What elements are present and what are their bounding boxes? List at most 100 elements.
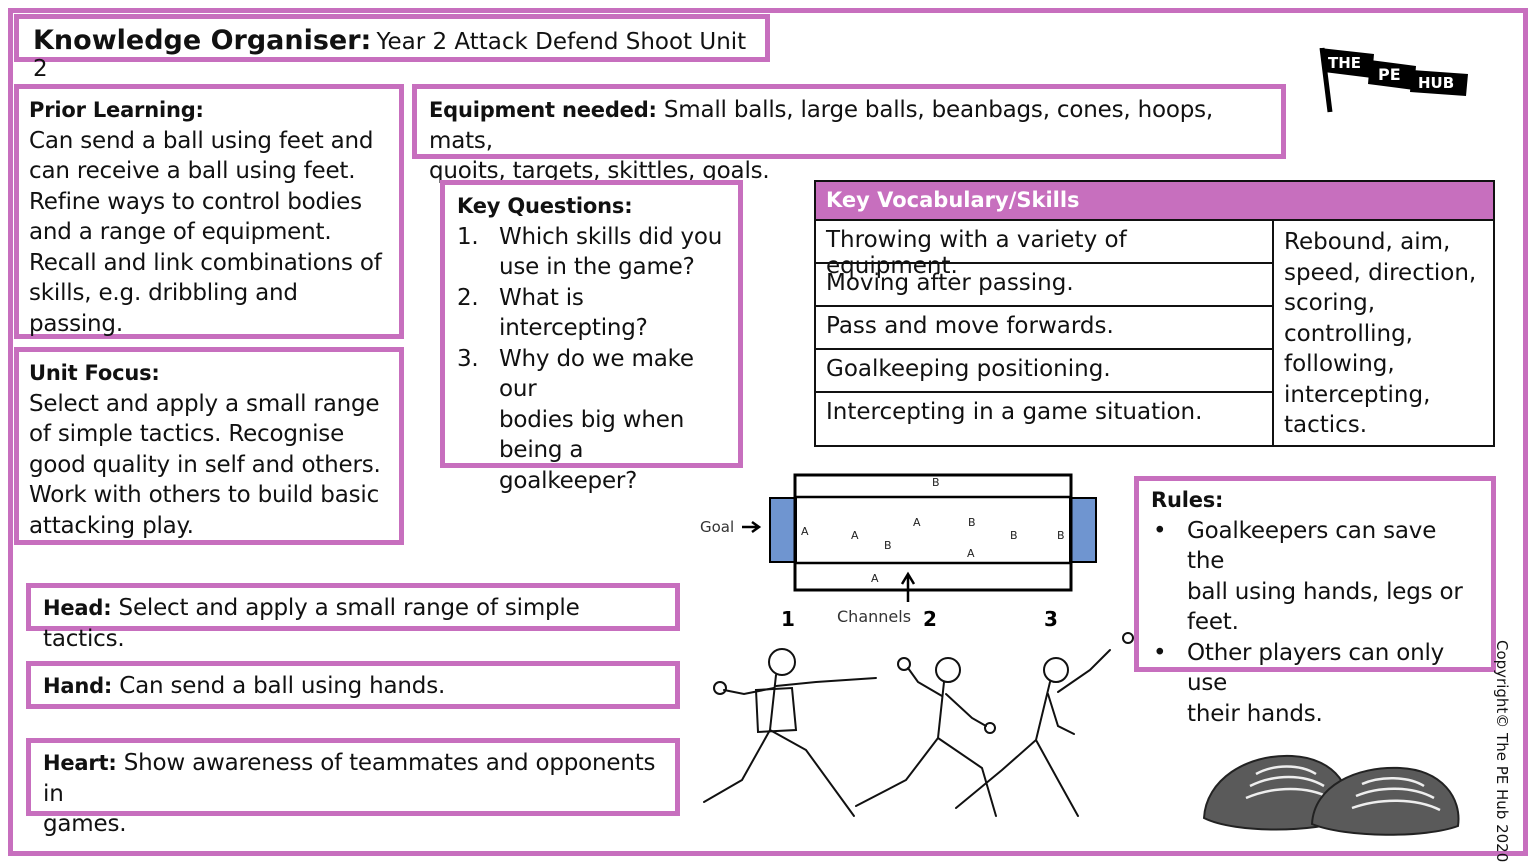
bullet-icon: • (1153, 517, 1167, 544)
title-text: Year 2 Attack Defend Shoot Unit 2 (33, 29, 747, 82)
hand-text: Can send a ball using hands. (119, 673, 446, 699)
player-b: B (1010, 529, 1018, 542)
page-frame (8, 8, 1528, 856)
heart-text: games. (43, 811, 127, 837)
rules-label: Rules: (1151, 488, 1224, 512)
channel-number: 2 (923, 607, 937, 630)
vocab-word: controlling, (1284, 320, 1413, 347)
equipment-line: quoits, targets, skittles, goals. (429, 158, 770, 184)
prior-learning-label: Prior Learning: (29, 98, 204, 122)
heart-label: Heart: (43, 751, 117, 775)
question-line: What is (499, 284, 584, 311)
logo-word-the: THE (1328, 54, 1361, 72)
title-label: Knowledge Organiser: (33, 25, 372, 56)
key-questions-box: Key Questions: 1. Which skills did you us… (440, 180, 743, 494)
focus-line: Select and apply a small range (29, 390, 380, 417)
goal-label: Goal (700, 518, 734, 536)
vocabulary-header: Key Vocabulary/Skills (816, 182, 1493, 221)
player-b: B (1057, 529, 1065, 542)
player-a: A (851, 529, 859, 542)
question-line: use in the game? (499, 254, 695, 280)
question-line: Which skills did you (499, 223, 723, 250)
prior-learning-box: Prior Learning: Can send a ball using fe… (14, 84, 404, 339)
vocabulary-row: Throwing with a variety of equipment. (816, 221, 1274, 279)
equipment-label: Equipment needed: (429, 98, 657, 122)
player-a: A (913, 516, 921, 529)
head-text: Select and apply a small range of simple… (43, 595, 580, 652)
vocabulary-row: Intercepting in a game situation. (816, 393, 1274, 447)
question-number: 1. (457, 223, 479, 250)
question-number: 2. (457, 284, 479, 311)
player-b: B (968, 516, 976, 529)
key-questions-label: Key Questions: (457, 194, 633, 218)
head-label: Head: (43, 596, 112, 620)
channel-number: 1 (781, 607, 795, 630)
vocab-word: following, (1284, 351, 1395, 377)
vocab-word: intercepting, (1284, 381, 1431, 408)
channel-number: 3 (1044, 607, 1058, 630)
unit-focus-label: Unit Focus: (29, 361, 160, 385)
question-line: being a goalkeeper? (499, 437, 638, 494)
rule-line: feet. (1187, 609, 1239, 635)
vocab-word: speed, direction, (1284, 259, 1477, 286)
question-line: Why do we make our (499, 345, 694, 403)
vocab-word: tactics. (1284, 412, 1368, 438)
goal-arrow-icon (742, 520, 762, 534)
prior-line: skills, e.g. dribbling and passing. (29, 280, 298, 337)
vocabulary-row: Goalkeeping positioning. (816, 350, 1274, 393)
pe-hub-logo: THE PE HUB (1319, 47, 1468, 113)
hand-label: Hand: (43, 674, 113, 698)
focus-line: Work with others to build basic (29, 482, 380, 508)
copyright-note: Copyright© The PE Hub 2020 (1493, 640, 1513, 862)
focus-line: good quality in self and others. (29, 451, 381, 478)
vocabulary-row: Moving after passing. (816, 264, 1274, 307)
prior-line: Can send a ball using feet and (29, 127, 374, 154)
rule-item: • Other players can only use their hands. (1151, 638, 1479, 730)
throwing-sequence-illustration (703, 632, 1134, 817)
rule-line: Goalkeepers can save the (1187, 517, 1437, 575)
cones-illustration (1202, 754, 1460, 836)
prior-line: Recall and link combinations of (29, 249, 382, 276)
player-b: B (884, 539, 892, 552)
question-line: bodies big when (499, 406, 685, 433)
question-item: 3. Why do we make our bodies big when bein… (457, 344, 726, 497)
rule-line: Other players can only use (1187, 639, 1445, 697)
logo-word-pe: PE (1378, 65, 1401, 84)
equipment-line: Small balls, large balls, beanbags, cone… (429, 97, 1213, 154)
vocab-word: Rebound, aim, (1284, 229, 1451, 255)
channel-arrow-icon (900, 571, 916, 602)
equipment-box: Equipment needed: Small balls, large bal… (412, 84, 1286, 184)
question-number: 3. (457, 345, 479, 372)
hand-box: Hand: Can send a ball using hands. (26, 661, 680, 709)
prior-line: Refine ways to control bodies (29, 188, 362, 215)
rule-line: their hands. (1187, 700, 1323, 727)
channels-label: Channels (837, 607, 911, 626)
vocabulary-word-list: Rebound, aim, speed, direction, scoring,… (1274, 221, 1493, 447)
head-box: Head: Select and apply a small range of … (26, 583, 680, 652)
pitch-outline (793, 473, 1073, 592)
prior-line: and a range of equipment. (29, 219, 332, 245)
right-goal (1069, 497, 1097, 563)
player-a: A (967, 547, 975, 560)
rules-box: Rules: • Goalkeepers can save the ball us… (1134, 476, 1496, 727)
heart-text: Show awareness of teammates and opponent… (43, 750, 656, 807)
unit-focus-box: Unit Focus: Select and apply a small ran… (14, 347, 404, 545)
channels-pitch-diagram: Goal B A A B A B A B B A Channels 1 2 3 (700, 473, 1097, 630)
logo-word-hub: HUB (1418, 74, 1454, 92)
rule-item: • Goalkeepers can save the ball using han… (1151, 516, 1479, 638)
question-line: intercepting? (499, 315, 648, 341)
left-goal (769, 497, 797, 563)
prior-line: can receive a ball using feet. (29, 158, 356, 184)
vocabulary-row: Pass and move forwards. (816, 307, 1274, 350)
question-item: 1. Which skills did you use in the game? (457, 222, 726, 283)
question-item: 2. What is intercepting? (457, 283, 726, 344)
copyright-text: Copyright© The PE Hub 2020 (1493, 640, 1511, 863)
player-a: A (801, 525, 809, 538)
focus-line: attacking play. (29, 512, 194, 539)
bullet-icon: • (1153, 639, 1167, 666)
rule-line: ball using hands, legs or (1187, 578, 1463, 605)
player-b: B (932, 476, 940, 489)
focus-line: of simple tactics. Recognise (29, 421, 345, 447)
key-vocabulary-table: Key Vocabulary/Skills Throwing with a va… (814, 180, 1495, 447)
heart-box: Heart: Show awareness of teammates and o… (26, 738, 680, 837)
